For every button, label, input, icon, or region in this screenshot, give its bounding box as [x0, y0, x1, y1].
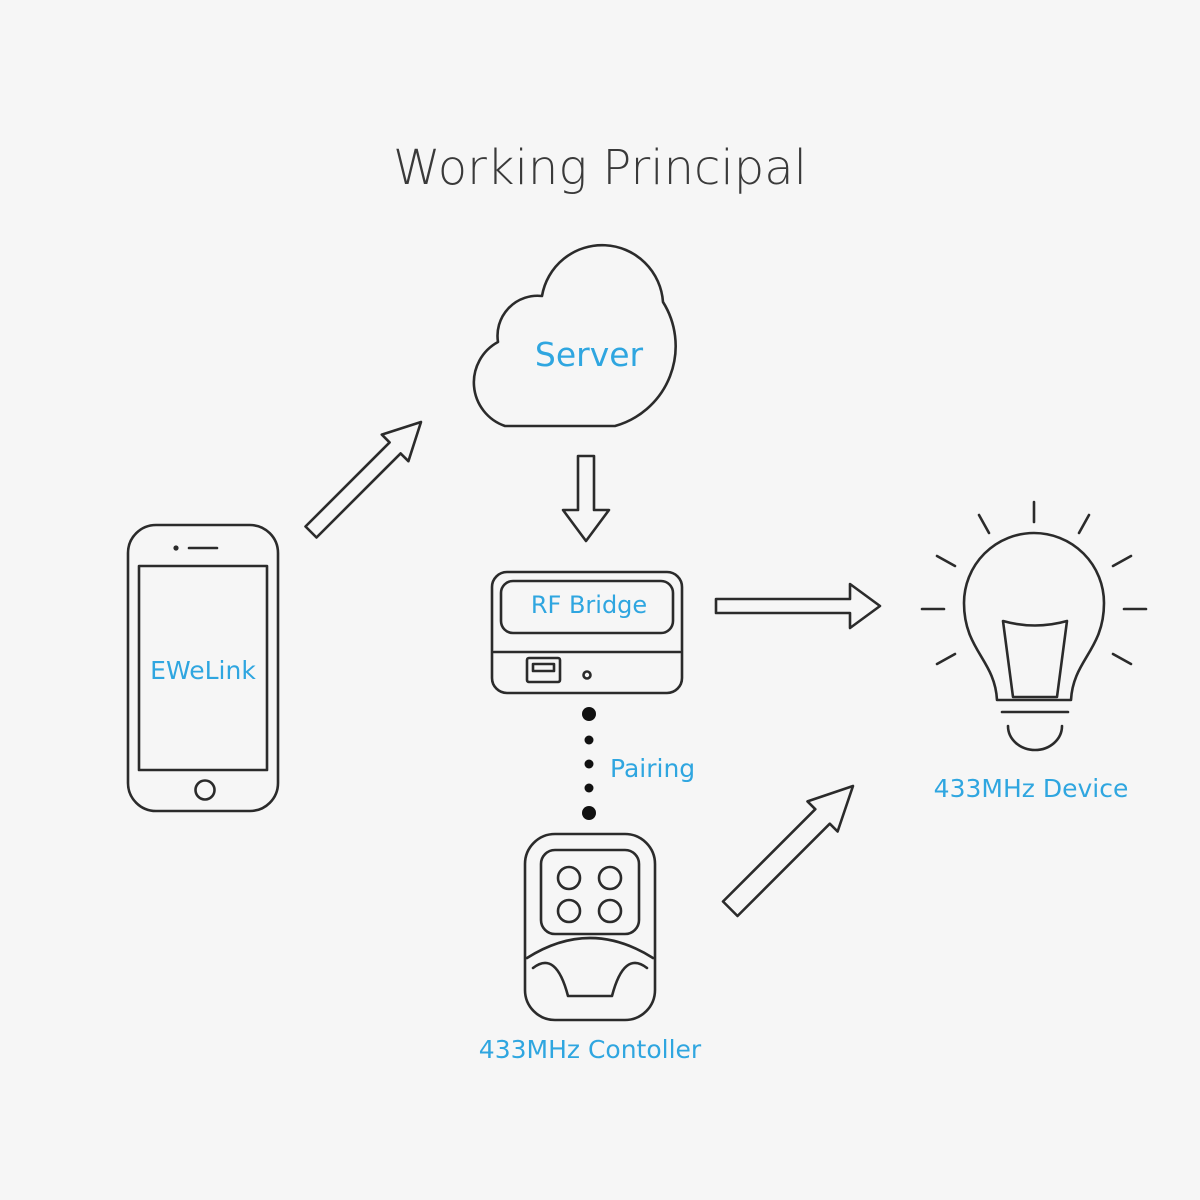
- arrow-controller-to-device: [721, 784, 855, 918]
- arrow-phone-to-server: [304, 420, 423, 539]
- rf-bridge-icon: [490, 570, 684, 695]
- pairing-label: Pairing: [610, 754, 695, 783]
- cloud-icon: [472, 243, 677, 428]
- diagram-title: Working Principal: [393, 140, 807, 196]
- phone-app-label: EWeLink: [150, 656, 256, 685]
- pairing-connection: [582, 707, 596, 820]
- arrow-bridge-to-device: [714, 582, 882, 630]
- rf-bridge-label: RF Bridge: [531, 591, 647, 619]
- controller-label: 433MHz Contoller: [479, 1035, 702, 1064]
- arrow-server-to-bridge: [561, 454, 611, 543]
- smartphone-icon: [126, 523, 280, 813]
- light-bulb-icon: [920, 500, 1148, 752]
- remote-controller-icon: [523, 832, 657, 1022]
- device-label: 433MHz Device: [934, 774, 1129, 803]
- server-label: Server: [535, 335, 644, 374]
